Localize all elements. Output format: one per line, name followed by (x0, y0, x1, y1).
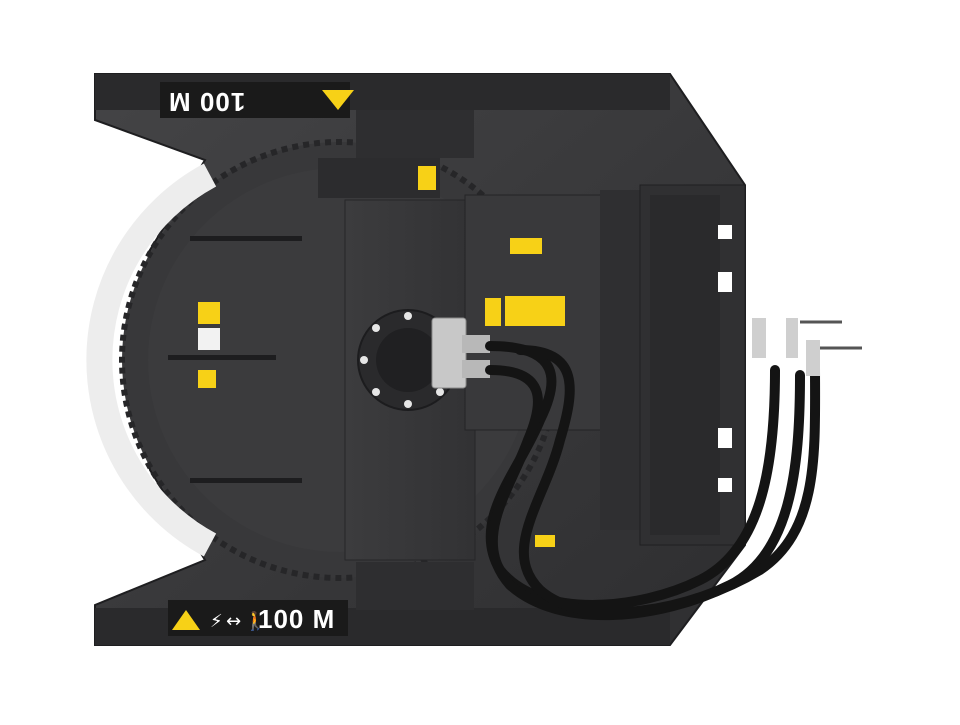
double-arrow-icon: ↔ (226, 611, 241, 632)
decal-bottom-distance: 100 M (258, 604, 336, 634)
blade-icon: ⚡ (210, 611, 223, 632)
person-icon: 🚶 (244, 610, 266, 632)
warning-triangle-icon (172, 610, 200, 630)
mount-frame (535, 184, 746, 547)
rotor-hub (357, 309, 490, 411)
hydraulic-hoses (485, 341, 821, 620)
decal-top (160, 82, 354, 118)
quick-couplers (752, 318, 862, 376)
decal-bottom: ⚡ ↔ 🚶 (168, 600, 348, 636)
decal-top-distance: 100 M (168, 87, 246, 117)
warning-triangle-icon (322, 90, 354, 110)
